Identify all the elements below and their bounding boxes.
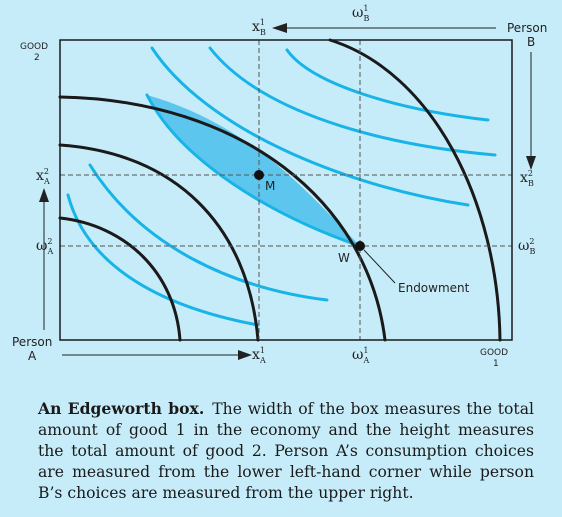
- person-a-label-line2: A: [28, 349, 37, 363]
- left-axis-arrowhead: [39, 188, 49, 202]
- b-curve-4: [150, 46, 470, 207]
- edgeworth-box: [59, 39, 513, 341]
- person-a-indifference-curves: [58, 38, 502, 342]
- point-w-dot: [355, 241, 365, 251]
- point-m-dot: [254, 170, 264, 180]
- caption-text: The width of the box measures the total …: [38, 400, 534, 502]
- a-curve-1: [58, 216, 182, 342]
- mutual-gain-lens: [147, 95, 360, 246]
- endowment-label: Endowment: [398, 281, 470, 295]
- top-axis-arrowhead: [272, 23, 287, 33]
- point-w-label: W: [338, 251, 350, 265]
- b-curve-2: [88, 163, 329, 302]
- caption-title: An Edgeworth box.: [38, 399, 205, 418]
- guide-lines: [60, 40, 512, 340]
- a-curve-3: [58, 95, 387, 342]
- person-a-label-line1: Person: [12, 335, 52, 349]
- good2-label-line1: GOOD: [20, 42, 48, 52]
- a-curve-2: [58, 143, 260, 342]
- b-curve-3: [145, 93, 362, 248]
- good1-label-line1: GOOD: [480, 348, 508, 358]
- a-curve-4: [328, 38, 502, 342]
- b-curve-5: [208, 46, 497, 157]
- person-b-label-line2: B: [527, 35, 535, 49]
- endowment-pointer: [363, 249, 396, 284]
- right-axis-arrowhead: [526, 156, 536, 170]
- person-b-indifference-curves: [66, 46, 497, 327]
- bottom-axis-arrowhead: [238, 350, 252, 360]
- good1-label-line2: 1: [493, 359, 499, 369]
- point-m-label: M: [265, 179, 275, 193]
- person-b-label-line1: Person: [507, 21, 547, 35]
- good2-label-line2: 2: [34, 53, 40, 63]
- b-curve-6: [285, 48, 490, 122]
- b-curve-1: [66, 193, 260, 327]
- figure-caption: An Edgeworth box.The width of the box me…: [38, 398, 534, 504]
